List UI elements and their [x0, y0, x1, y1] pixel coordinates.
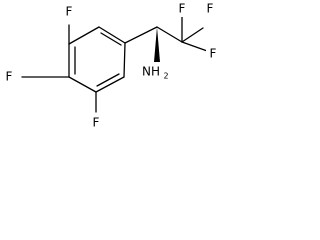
amine-subscript: 2 [163, 72, 168, 81]
ring-bond-3 [123, 42, 126, 78]
ring-bond-1 [68, 26, 100, 45]
ring-bond-4 [95, 76, 125, 93]
ring-bond-4-inner [96, 73, 120, 87]
bond-cf3-f-right [181, 27, 204, 43]
ring-bond-2-inner [100, 32, 122, 46]
bond-cf3-f-down [181, 41, 211, 53]
bond-ring-chiral-carbon [124, 26, 158, 44]
fluorine-cf3-right-label: F [207, 2, 214, 16]
ring-bond-2 [98, 26, 126, 44]
amine-label: NH [142, 65, 160, 79]
benzene-ring [68, 26, 126, 93]
ring-bond-5 [68, 76, 97, 93]
fluorine-cf3-down-label: F [210, 47, 217, 61]
fluorine-bottom-label: F [93, 116, 100, 130]
fluorine-left-label: F [6, 70, 13, 84]
bond-c-cf3 [156, 26, 183, 43]
molecule-structure: F F F F F F NH 2 [2, 1, 220, 131]
atom-labels: F F F F F F NH 2 [2, 1, 220, 131]
wedge-bond-amine [154, 27, 160, 62]
fluorine-top-label: F [66, 5, 73, 19]
fluorine-cf3-left-label: F [179, 2, 186, 16]
